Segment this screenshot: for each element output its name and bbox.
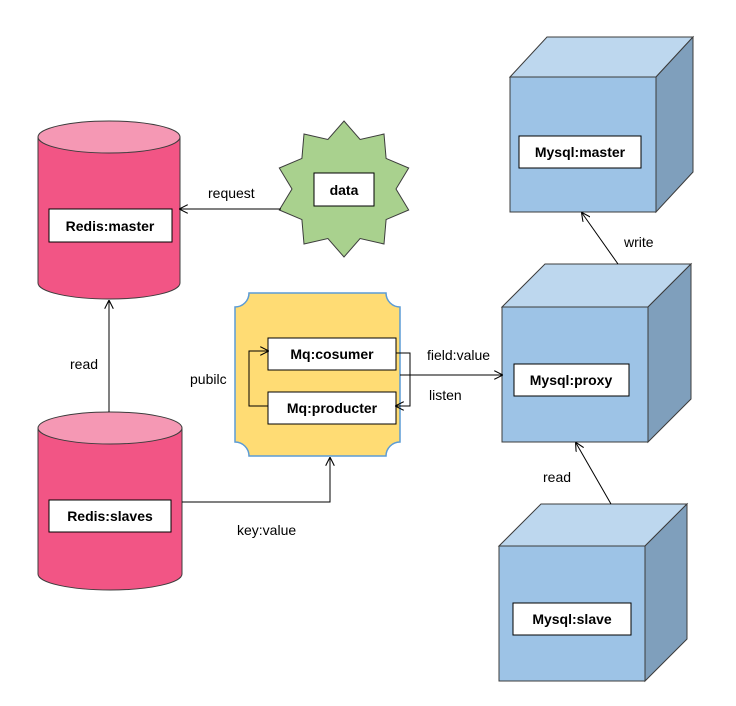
mysql-proxy-cube: Mysql:proxy (500, 262, 693, 444)
redis-slaves-label: Redis:slaves (67, 508, 153, 524)
mysql-slave-cube: Mysql:slave (497, 502, 689, 683)
listen-label: listen (429, 387, 462, 403)
mysql-read-arrow (576, 443, 612, 505)
request-label: request (208, 185, 255, 201)
mq-producer-to-consumer-arrow (248, 351, 268, 407)
mq-consumer-box (267, 337, 397, 371)
redis-slaves-cylinder: Redis:slaves (37, 411, 183, 591)
key-value-arrow (182, 458, 330, 503)
mysql-slave-label-box (512, 602, 632, 636)
key-value-label: key:value (237, 522, 296, 538)
mysql-master-label-box (518, 135, 642, 169)
mysql-read-label: read (543, 469, 571, 485)
mysql-slave-label: Mysql:slave (532, 611, 612, 627)
redis-master-label-box (48, 208, 173, 243)
mysql-master-label: Mysql:master (535, 144, 626, 160)
data-star-node: data (278, 120, 410, 258)
mq-producer-label: Mq:producter (287, 400, 378, 416)
redis-slaves-label-box (48, 499, 172, 533)
mysql-master-cube: Mysql:master (508, 35, 695, 214)
pubilc-label: pubilc (190, 371, 227, 387)
write-arrow (582, 213, 619, 265)
data-label-box (313, 172, 375, 207)
mq-consumer-label: Mq:cosumer (290, 346, 374, 362)
mq-consumer-to-producer-arrow (396, 352, 411, 406)
field-value-label: field:value (427, 347, 490, 363)
mysql-proxy-label-box (513, 363, 630, 397)
redis-read-label: read (70, 356, 98, 372)
redis-master-label: Redis:master (66, 218, 155, 234)
redis-master-cylinder: Redis:master (37, 120, 181, 300)
mysql-proxy-label: Mysql:proxy (530, 372, 613, 388)
mq-producer-box (267, 391, 397, 425)
mq-plaque: Mq:cosumer Mq:producter (234, 292, 411, 457)
data-label: data (330, 182, 359, 198)
write-label: write (623, 234, 654, 250)
